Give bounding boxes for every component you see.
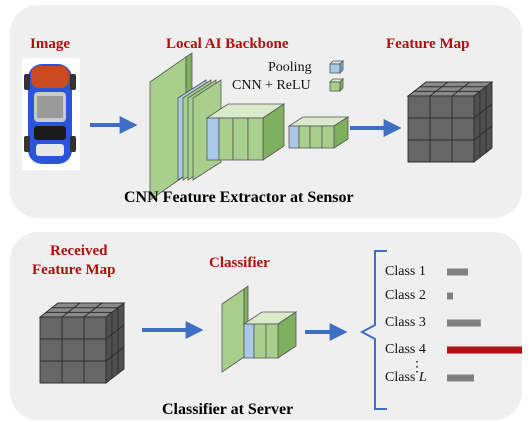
cube-cell — [479, 129, 487, 159]
legend-pooling: Pooling — [268, 60, 312, 75]
legend-cnn-relu: CNN + ReLU — [232, 78, 311, 93]
cube-cell — [429, 117, 453, 141]
class-label: Class 2 — [385, 288, 426, 303]
classifier-network — [221, 285, 298, 373]
cube-cell — [61, 316, 85, 340]
cube-cell — [39, 338, 63, 362]
cube-cell — [111, 350, 119, 380]
cube-cell — [485, 125, 493, 154]
class-label: Class 1 — [385, 264, 426, 279]
class-ellipsis: ⋮ — [410, 360, 424, 375]
cube-cell — [407, 139, 431, 163]
feature-map-cube — [406, 81, 494, 163]
class-score-bars — [447, 268, 522, 382]
cube-cell — [429, 95, 453, 119]
cube-cell — [117, 346, 125, 375]
cube-cell — [451, 117, 475, 141]
received-label-line2: Feature Map — [32, 262, 116, 278]
class-score-bar — [447, 374, 474, 382]
class-score-bar — [447, 268, 468, 276]
input-car-image — [22, 58, 80, 170]
feature-map-label: Feature Map — [386, 36, 470, 52]
received-feature-map-cube — [38, 302, 126, 384]
cube-cell — [61, 360, 85, 384]
sensor-caption: CNN Feature Extractor at Sensor — [124, 189, 354, 206]
class-label: Class 4 — [385, 342, 426, 357]
cube-cell — [83, 316, 107, 340]
cube-cell — [429, 139, 453, 163]
cube-cell — [451, 95, 475, 119]
cnn-backbone — [149, 52, 350, 201]
cube-cell — [39, 360, 63, 384]
cube-cell — [473, 134, 481, 163]
received-label-line1: Received — [50, 243, 108, 259]
backbone-label: Local AI Backbone — [166, 36, 289, 52]
class-label: Class L — [385, 370, 427, 385]
image-label: Image — [30, 36, 70, 52]
cube-cell — [407, 95, 431, 119]
cube-cell — [451, 139, 475, 163]
cube-cell — [39, 316, 63, 340]
server-caption: Classifier at Server — [162, 401, 294, 418]
cube-cell — [105, 355, 113, 384]
cube-cell — [61, 338, 85, 362]
legend-swatches — [329, 60, 344, 92]
classifier-label: Classifier — [209, 255, 270, 271]
class-score-bar — [447, 346, 522, 354]
cube-cell — [407, 117, 431, 141]
class-score-bar — [447, 292, 453, 300]
class-score-bar — [447, 319, 481, 327]
output-bracket — [359, 250, 387, 410]
cube-cell — [83, 338, 107, 362]
cube-cell — [83, 360, 107, 384]
class-label: Class 3 — [385, 315, 426, 330]
